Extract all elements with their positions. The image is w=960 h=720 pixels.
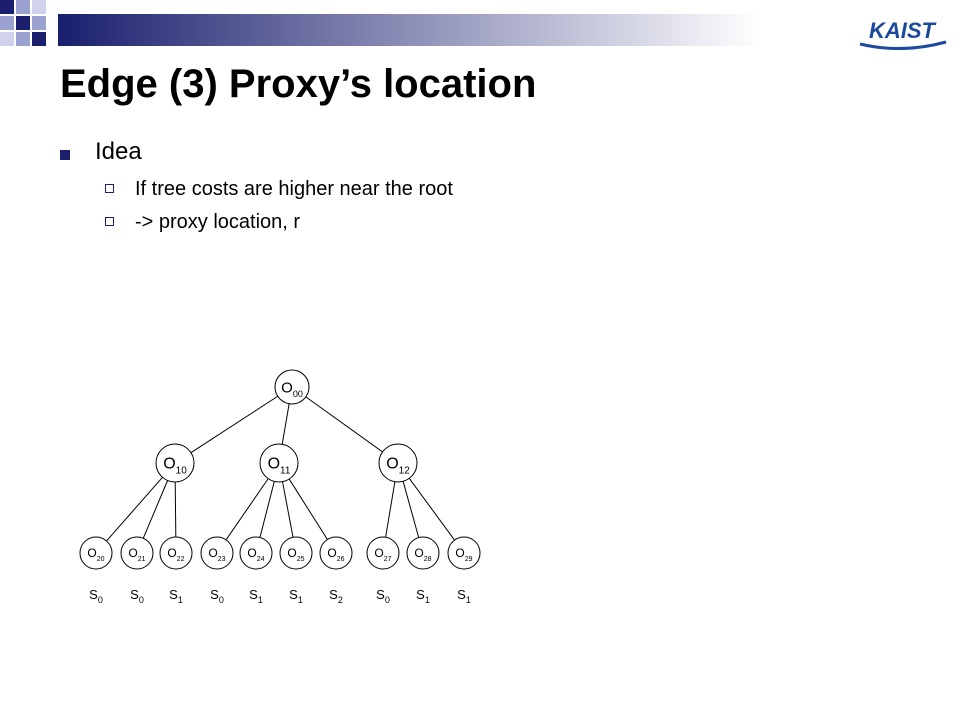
node-circle bbox=[447, 536, 481, 570]
server-label: S1 bbox=[289, 587, 303, 605]
sub-bullet-text: If tree costs are higher near the root bbox=[135, 178, 453, 200]
header-gradient-bar bbox=[0, 0, 858, 46]
node-circle bbox=[406, 536, 440, 570]
node-label: O29 bbox=[455, 546, 472, 563]
tree-edge bbox=[305, 396, 383, 453]
slide-title: Edge (3) Proxy’s location bbox=[60, 62, 537, 106]
tree-edge bbox=[288, 478, 328, 540]
server-label: S0 bbox=[89, 587, 103, 605]
tree-leaf-node: O26 bbox=[319, 536, 353, 570]
decor-square bbox=[16, 0, 30, 14]
tree-leaf-node: O23 bbox=[200, 536, 234, 570]
node-circle bbox=[120, 536, 154, 570]
tree-leaf-node: O24 bbox=[239, 536, 273, 570]
decor-square bbox=[16, 32, 30, 46]
hollow-square-bullet-icon bbox=[105, 217, 114, 226]
tree-edge bbox=[142, 480, 169, 539]
tree-edge bbox=[402, 481, 420, 538]
tree-leaf-node: O27 bbox=[366, 536, 400, 570]
tree-level1-node: O12 bbox=[378, 443, 418, 483]
tree-edge bbox=[282, 481, 294, 538]
server-label: S0 bbox=[210, 587, 224, 605]
bullet-text: Idea bbox=[95, 138, 142, 165]
node-circle bbox=[378, 443, 418, 483]
node-label: O21 bbox=[128, 546, 145, 563]
node-circle bbox=[239, 536, 273, 570]
tree-edge bbox=[408, 478, 455, 541]
node-label: O23 bbox=[208, 546, 225, 563]
node-circle bbox=[366, 536, 400, 570]
decor-square bbox=[32, 32, 46, 46]
decor-square bbox=[0, 32, 14, 46]
server-label: S1 bbox=[457, 587, 471, 605]
tree-level1-node: O10 bbox=[155, 443, 195, 483]
node-label: O20 bbox=[87, 546, 104, 563]
node-circle bbox=[274, 369, 310, 405]
node-circle bbox=[259, 443, 299, 483]
kaist-logo: KAIST bbox=[856, 14, 950, 50]
node-label: O12 bbox=[386, 456, 410, 477]
node-circle bbox=[200, 536, 234, 570]
node-circle bbox=[159, 536, 193, 570]
node-label: O27 bbox=[374, 546, 391, 563]
tree-edges bbox=[106, 395, 455, 542]
tree-edge bbox=[281, 403, 290, 445]
node-circle bbox=[155, 443, 195, 483]
hollow-square-bullet-icon bbox=[105, 184, 114, 193]
server-label: S0 bbox=[130, 587, 144, 605]
tree-leaf-node: O22 bbox=[159, 536, 193, 570]
node-circle bbox=[319, 536, 353, 570]
sub-bullet-text: -> proxy location, r bbox=[135, 211, 301, 233]
tree-leaf-node: O25 bbox=[279, 536, 313, 570]
tree-edge bbox=[259, 481, 275, 538]
node-label: O28 bbox=[414, 546, 431, 563]
server-label: S2 bbox=[329, 587, 343, 605]
decor-square bbox=[16, 16, 30, 30]
tree-leaf-node: O28 bbox=[406, 536, 440, 570]
node-label: O10 bbox=[163, 456, 187, 477]
server-label: S1 bbox=[169, 587, 183, 605]
tree-root-node: O00 bbox=[274, 369, 310, 405]
server-label: S1 bbox=[416, 587, 430, 605]
square-bullet-icon bbox=[60, 150, 70, 160]
node-label: O26 bbox=[327, 546, 344, 563]
kaist-logo-text: KAIST bbox=[869, 18, 937, 43]
decor-square bbox=[32, 16, 46, 30]
node-circle bbox=[279, 536, 313, 570]
node-circle bbox=[79, 536, 113, 570]
decor-square bbox=[0, 0, 14, 14]
tree-leaf-node: O20 bbox=[79, 536, 113, 570]
decor-square bbox=[0, 16, 14, 30]
tree-level1-node: O11 bbox=[259, 443, 299, 483]
decor-square bbox=[32, 0, 46, 14]
node-label: O00 bbox=[281, 379, 303, 399]
tree-edge bbox=[190, 395, 279, 454]
tree-edge bbox=[174, 481, 177, 538]
tree-edge bbox=[106, 476, 163, 542]
tree-leaf-node: O29 bbox=[447, 536, 481, 570]
node-label: O25 bbox=[287, 546, 304, 563]
node-label: O22 bbox=[167, 546, 184, 563]
node-label: O24 bbox=[247, 546, 264, 563]
node-label: O11 bbox=[268, 456, 291, 477]
tree-edge bbox=[385, 481, 396, 538]
server-label: S0 bbox=[376, 587, 390, 605]
tree-edge bbox=[225, 478, 269, 541]
tree-leaf-node: O21 bbox=[120, 536, 154, 570]
server-label: S1 bbox=[249, 587, 263, 605]
